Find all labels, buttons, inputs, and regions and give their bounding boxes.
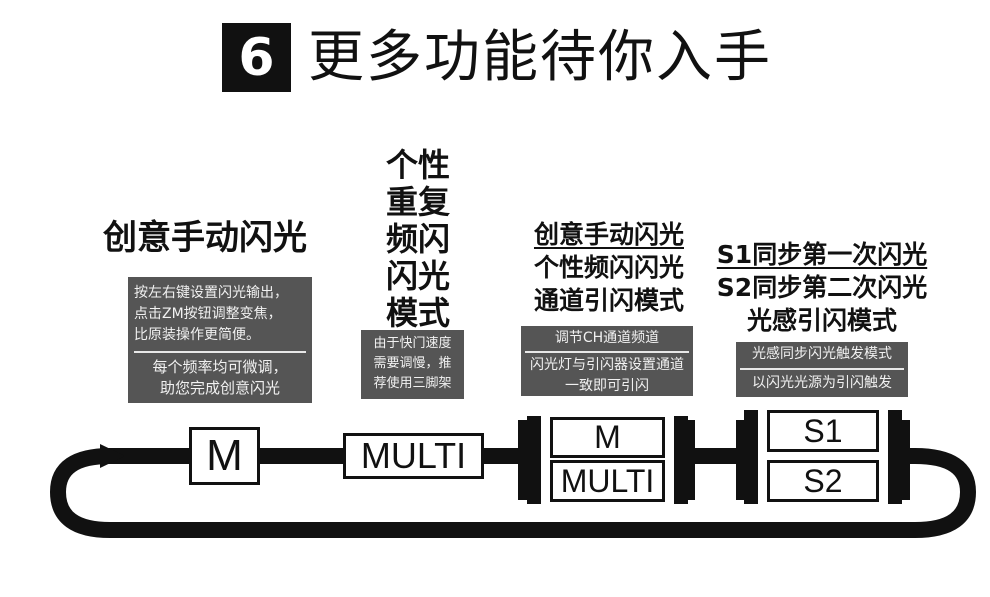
section-3-heading: 创意手动闪光 个性频闪闪光 通道引闪模式 [516,218,702,317]
heading-line: 通道引闪模式 [533,286,684,315]
heading-line: 模式 [385,294,450,332]
title-number-badge: 6 [222,23,291,92]
mode-s2-box: S2 [767,460,879,502]
heading-line: 创意手动闪光 [533,220,684,249]
heading-line: 个性 [385,146,450,184]
info-line: 比原装操作更简便。 [134,327,260,343]
heading-line: S2同步第二次闪光 [716,273,928,302]
info-line: 荐使用三脚架 [373,376,452,391]
heading-line: S1同步第一次闪光 [716,240,928,269]
track-arrow-icon [100,444,125,468]
mode-m-box: M [189,427,260,485]
section-3-info-box: 调节CH通道频道 闪光灯与引闪器设置通道 一致即可引闪 [521,326,693,396]
section-1-info-box: 按左右键设置闪光输出， 点击ZM按钮调整变焦， 比原装操作更简便。 每个频率均可… [128,277,312,403]
info-line: 点击ZM按钮调整变焦， [134,306,282,322]
section-1-heading: 创意手动闪光 [103,218,307,258]
divider [134,351,306,353]
info-line: 以闪光光源为引闪触发 [752,375,892,391]
heading-line: 闪光 [385,257,450,295]
mode-m-box: M [550,417,665,458]
page-title: 更多功能待你入手 [308,25,772,90]
mode-s1-box: S1 [767,410,879,452]
info-line: 一致即可引闪 [565,378,649,394]
divider [525,351,689,353]
heading-line: 个性频闪闪光 [533,253,684,282]
info-line: 每个频率均可微调， [152,358,288,376]
divider [740,368,904,370]
heading-line: 重复 [385,183,450,221]
section-4-heading: S1同步第一次闪光 S2同步第二次闪光 光感引闪模式 [714,238,930,337]
section-2-info-box: 由于快门速度 需要调慢，推 荐使用三脚架 [361,330,464,399]
mode-multi-box: MULTI [550,460,665,502]
section-4-info-box: 光感同步闪光触发模式 以闪光光源为引闪触发 [736,342,908,397]
info-line: 闪光灯与引闪器设置通道 [530,357,684,373]
info-line: 需要调慢，推 [373,356,452,371]
info-line: 助您完成创意闪光 [159,379,280,397]
info-line: 按左右键设置闪光输出， [134,285,288,301]
heading-line: 频闪 [385,220,450,258]
mode-multi-box: MULTI [343,433,484,479]
section-2-heading: 个性 重复 频闪 闪光 模式 [378,147,458,332]
info-line: 由于快门速度 [373,336,452,351]
info-line: 调节CH通道频道 [554,330,660,346]
heading-line: 光感引闪模式 [746,306,897,335]
info-line: 光感同步闪光触发模式 [752,346,892,362]
